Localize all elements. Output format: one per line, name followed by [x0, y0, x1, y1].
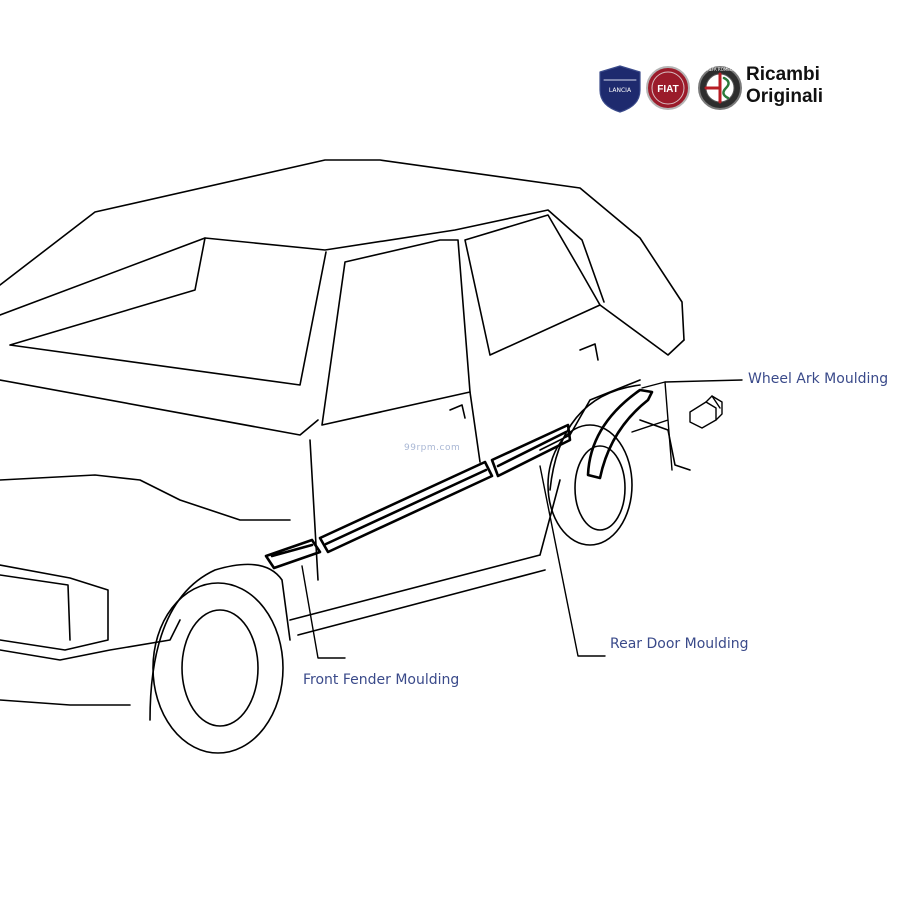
leader-rear-door	[539, 465, 606, 657]
brand-line-ricambi: Ricambi	[746, 64, 820, 85]
leader-wheel-ark-branch	[631, 381, 673, 471]
rear-door-moulding-label: Rear Door Moulding	[610, 636, 749, 652]
headlight	[0, 574, 71, 641]
front-wheel-inner	[181, 609, 259, 727]
alfa-romeo-logo-icon: ALFA ROMEO	[698, 66, 742, 110]
front-bumper	[0, 619, 181, 706]
brand-line-originali: Originali	[746, 86, 824, 107]
car-front	[0, 564, 109, 651]
rear-wheel-inner	[574, 445, 626, 531]
front-fender-moulding	[264, 538, 322, 570]
brand-text: Ricambi Originali	[746, 64, 823, 108]
front-wheel-arch	[149, 563, 291, 721]
car-roof	[0, 159, 685, 341]
windshield	[9, 237, 327, 386]
rear-door-handle	[579, 343, 599, 361]
fiat-logo-icon: FIAT	[646, 66, 690, 110]
rear-door-window	[464, 214, 601, 356]
svg-text:FIAT: FIAT	[657, 84, 678, 95]
wheel-ark-moulding-label: Wheel Ark Moulding	[748, 371, 889, 387]
front-wheel-outer	[152, 582, 284, 754]
rear-door-moulding	[490, 423, 572, 478]
callout-lines	[301, 379, 743, 659]
leader-front-fender	[301, 565, 346, 659]
rear-wheel-outer	[547, 424, 633, 546]
hood-line	[0, 379, 319, 436]
front-door-window	[321, 239, 471, 426]
lancia-logo-icon: LANCIA	[599, 65, 641, 113]
svg-text:ALFA ROMEO: ALFA ROMEO	[707, 67, 733, 72]
hood-front	[0, 474, 291, 521]
svg-text:LANCIA: LANCIA	[609, 87, 632, 94]
front-fender-moulding-label: Front Fender Moulding	[303, 672, 460, 688]
logos: LANCIA FIAT ALFA ROMEO	[599, 65, 742, 113]
rear-wheel-arch	[549, 384, 641, 491]
rocker-panel	[289, 479, 561, 636]
watermark: 99rpm.com	[404, 443, 461, 453]
front-door-moulding	[318, 460, 494, 554]
car-body	[0, 159, 691, 754]
wheel-ark-moulding	[586, 388, 654, 480]
mouldings	[264, 388, 654, 570]
clip-part	[689, 395, 723, 429]
front-door-handle	[449, 404, 466, 419]
leader-wheel-ark	[641, 379, 743, 389]
front-door-line	[309, 391, 481, 581]
